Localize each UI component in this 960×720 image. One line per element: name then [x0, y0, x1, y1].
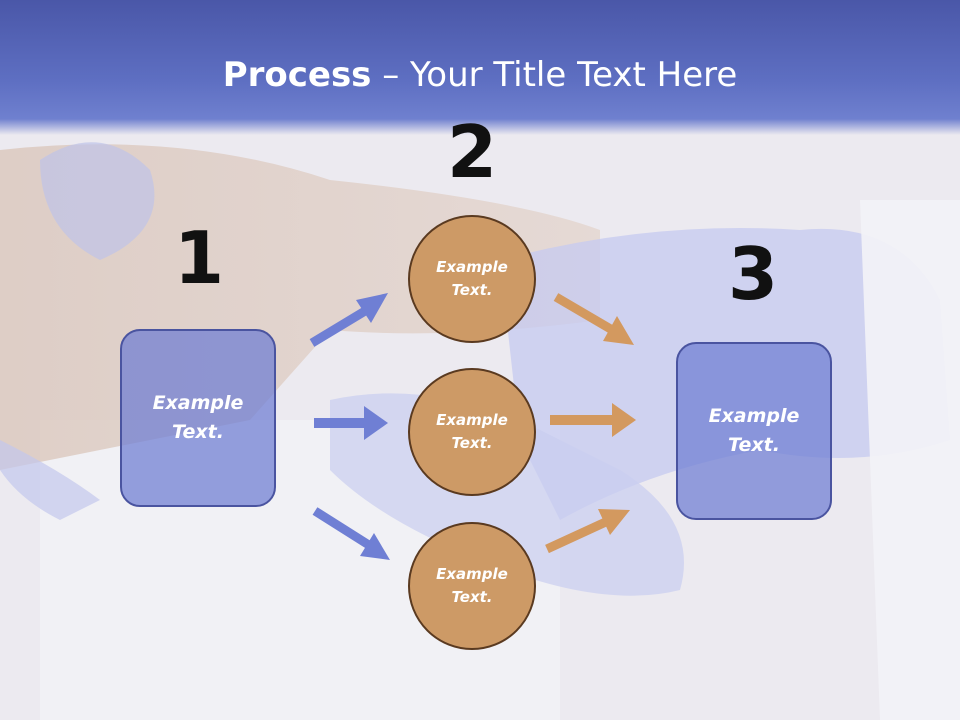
step-2-circle-top[interactable]: Example Text.: [408, 215, 536, 343]
arrow-1-mid: [314, 406, 388, 440]
circle-middle-label: Example Text.: [436, 411, 508, 452]
step-2-circle-middle[interactable]: Example Text.: [408, 368, 536, 496]
arrow-2-mid: [550, 403, 636, 437]
circle-bottom-label: Example Text.: [436, 565, 508, 606]
step-number-3: 3: [727, 232, 779, 316]
step-1-box[interactable]: Example Text.: [120, 329, 276, 507]
slide-title: Process – Your Title Text Here: [0, 52, 960, 98]
arrow-2-down: [553, 293, 634, 345]
step-2-circle-bottom[interactable]: Example Text.: [408, 522, 536, 650]
step-3-box[interactable]: Example Text.: [676, 342, 832, 520]
title-rest: – Your Title Text Here: [371, 55, 738, 95]
circle-top-label: Example Text.: [436, 258, 508, 299]
step-3-label: Example Text.: [708, 405, 800, 456]
step-1-label: Example Text.: [152, 392, 244, 443]
arrow-1-up: [309, 293, 388, 347]
title-bold: Process: [222, 55, 372, 95]
step-number-1: 1: [173, 216, 225, 300]
title-bar: [0, 0, 960, 135]
arrow-2-up: [545, 509, 630, 554]
step-number-2: 2: [446, 110, 498, 194]
arrow-1-down: [312, 507, 390, 560]
